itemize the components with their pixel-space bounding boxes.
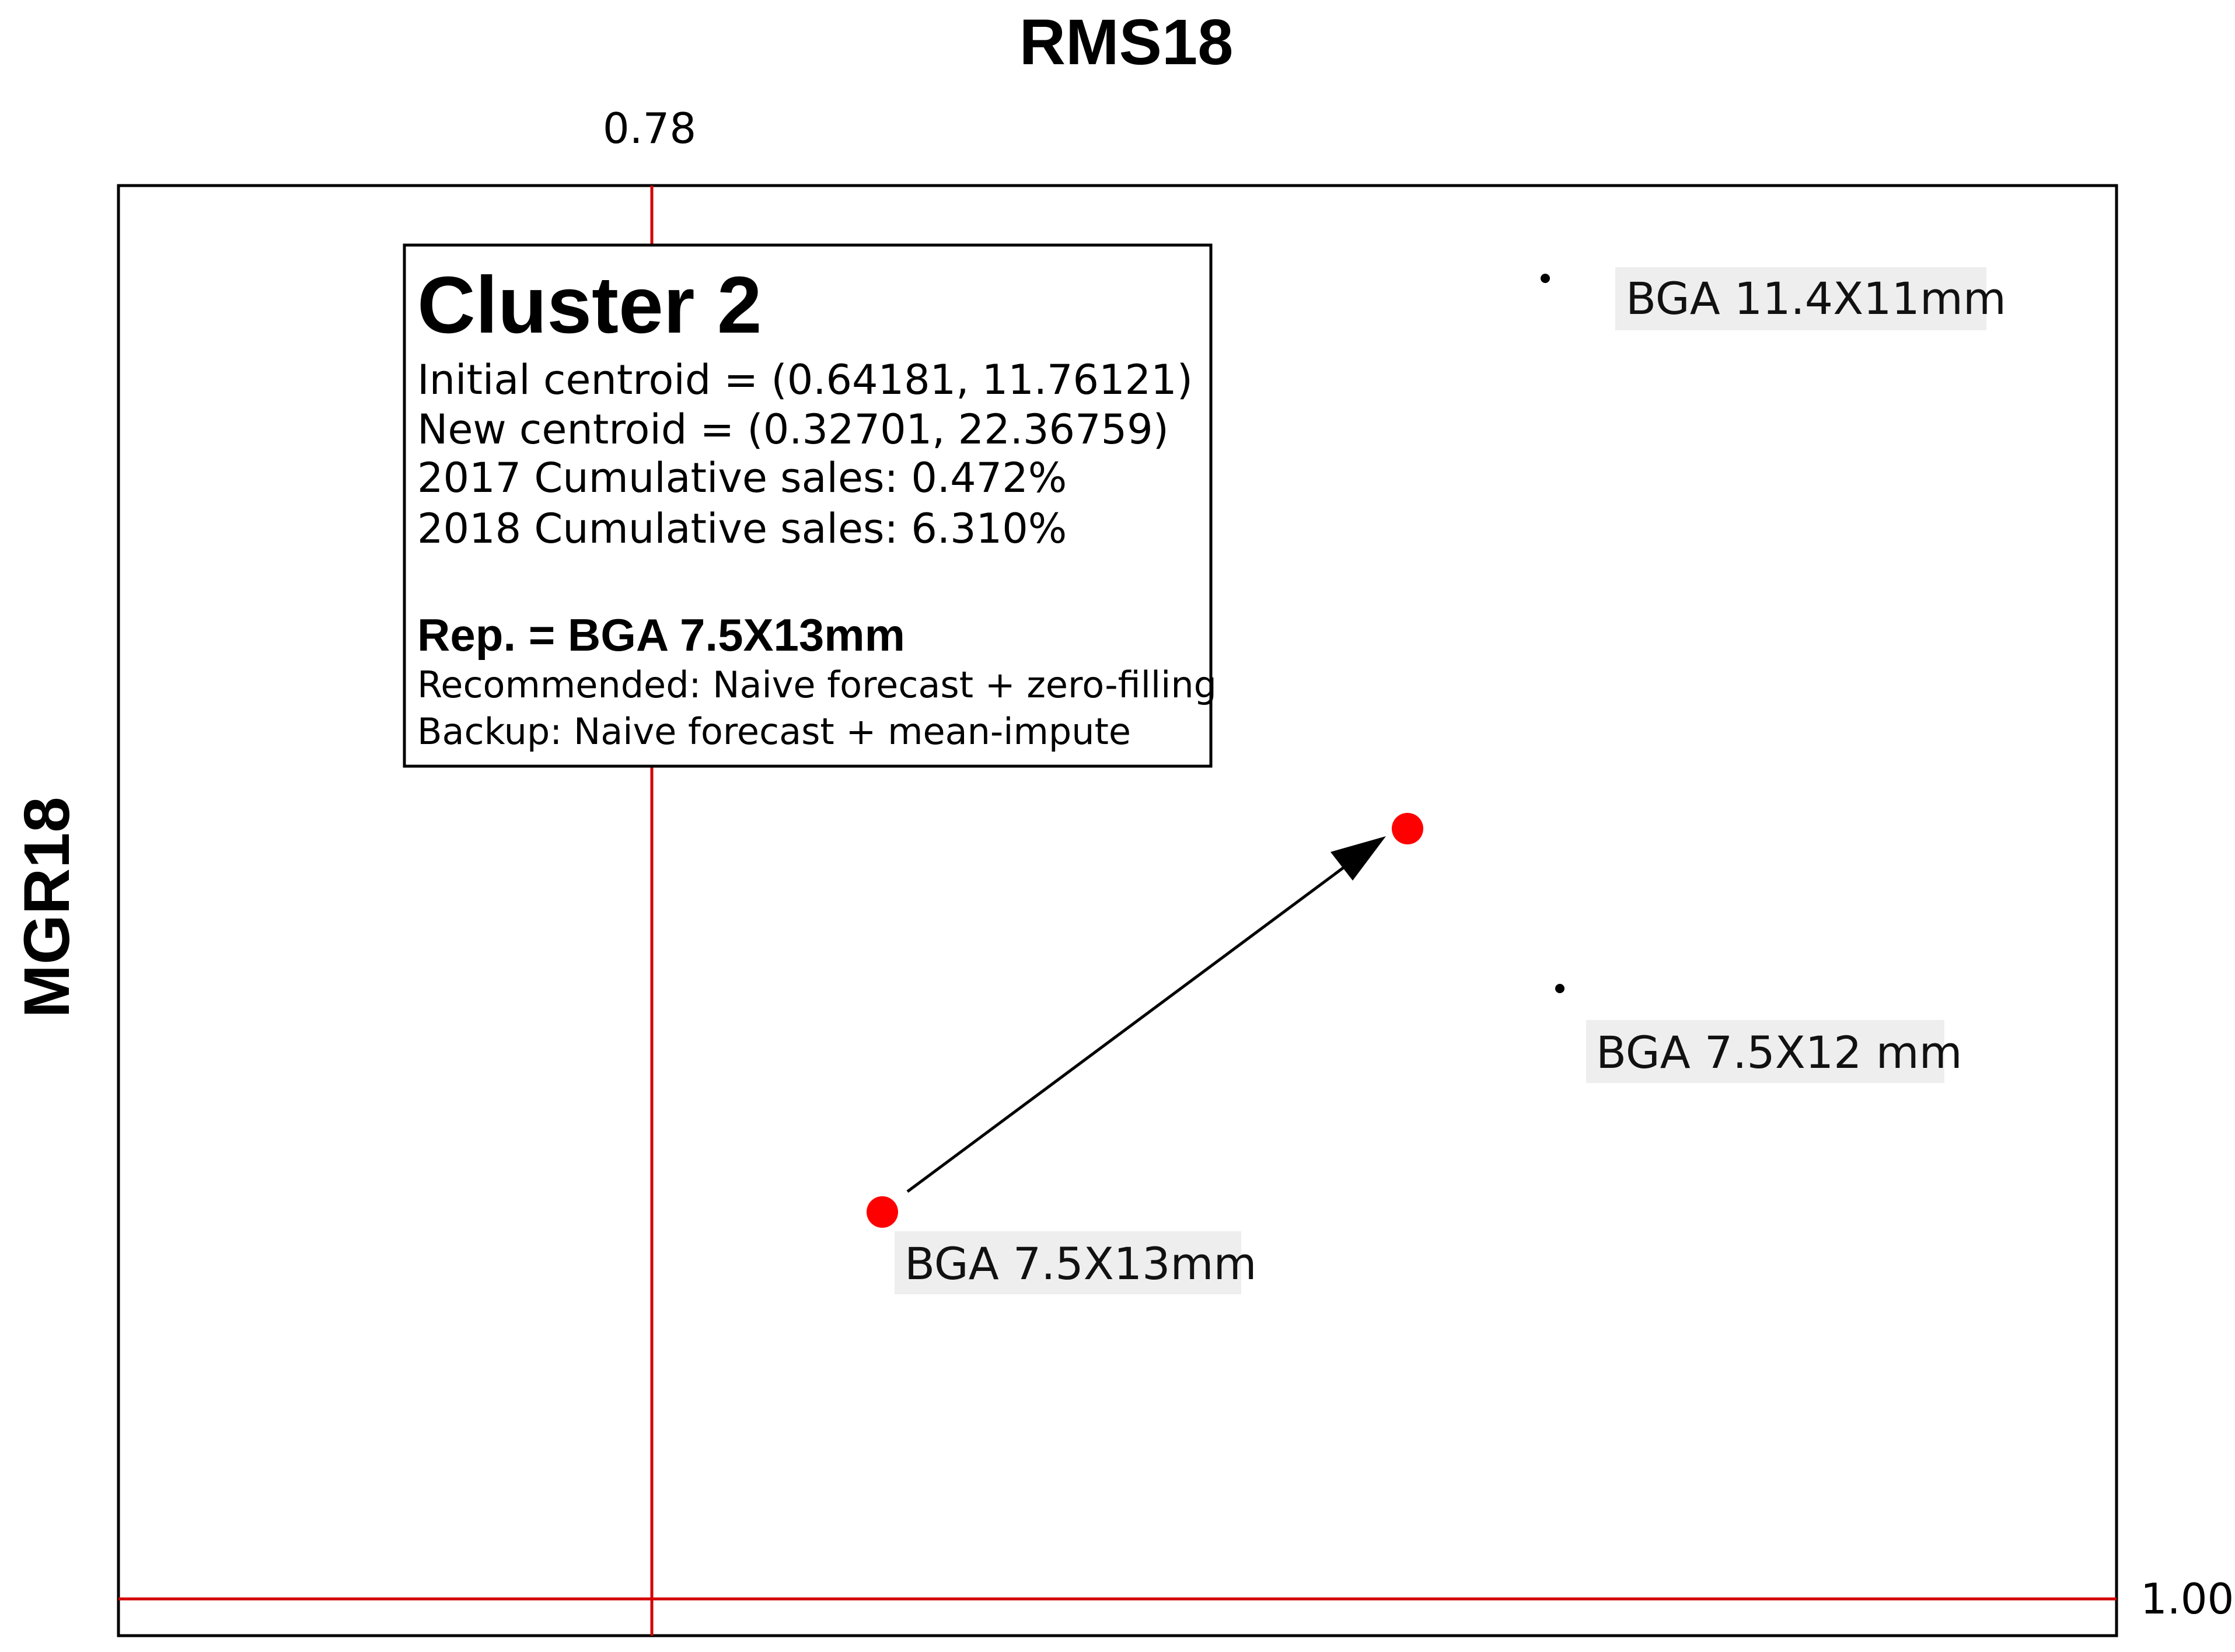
info-backup: Backup: Naive forecast + mean-impute [417, 710, 1131, 753]
info-line-new-centroid: New centroid = (0.32701, 22.36759) [417, 406, 1169, 453]
point-label-background [1586, 1020, 1944, 1083]
info-box-frame [403, 243, 1213, 768]
info-line-2017-sales: 2017 Cumulative sales: 0.472% [417, 454, 1067, 502]
x-axis-title: RMS18 [1019, 6, 1234, 78]
point-label-background [895, 1231, 1241, 1294]
point-label-bga-11-4x11: BGA 11.4X11mm [1615, 267, 2006, 330]
centroid-shift-arrow [906, 837, 1383, 1193]
cluster-info-box: Cluster 2 Initial centroid = (0.64181, 1… [403, 243, 1217, 768]
info-recommended: Recommended: Naive forecast + zero-filli… [417, 663, 1217, 706]
point-label-background [1615, 267, 1986, 330]
point-label-text: BGA 7.5X13mm [905, 1238, 1257, 1290]
horizontal-reference-label: 1.00 [2140, 1574, 2234, 1623]
point-label-bga-7-5x13: BGA 7.5X13mm [895, 1231, 1257, 1294]
centroid-shift-arrowhead [1330, 836, 1386, 881]
point-marker-bga-11-4x11 [1541, 274, 1550, 283]
point-label-bga-7-5x12: BGA 7.5X12 mm [1586, 1020, 1962, 1083]
info-rep: Rep. = BGA 7.5X13mm [417, 609, 905, 661]
vertical-reference-label: 0.78 [603, 104, 696, 153]
info-line-2018-sales: 2018 Cumulative sales: 6.310% [417, 505, 1067, 553]
y-axis-title: MGR18 [11, 797, 83, 1018]
info-box-title: Cluster 2 [417, 260, 762, 350]
point-marker-bga-7-5x12 [1555, 984, 1564, 993]
info-line-initial-centroid: Initial centroid = (0.64181, 11.76121) [417, 356, 1193, 404]
initial-centroid-marker [867, 1196, 898, 1228]
point-label-text: BGA 11.4X11mm [1626, 273, 2006, 324]
new-centroid-marker [1392, 813, 1423, 844]
point-label-text: BGA 7.5X12 mm [1596, 1026, 1962, 1078]
